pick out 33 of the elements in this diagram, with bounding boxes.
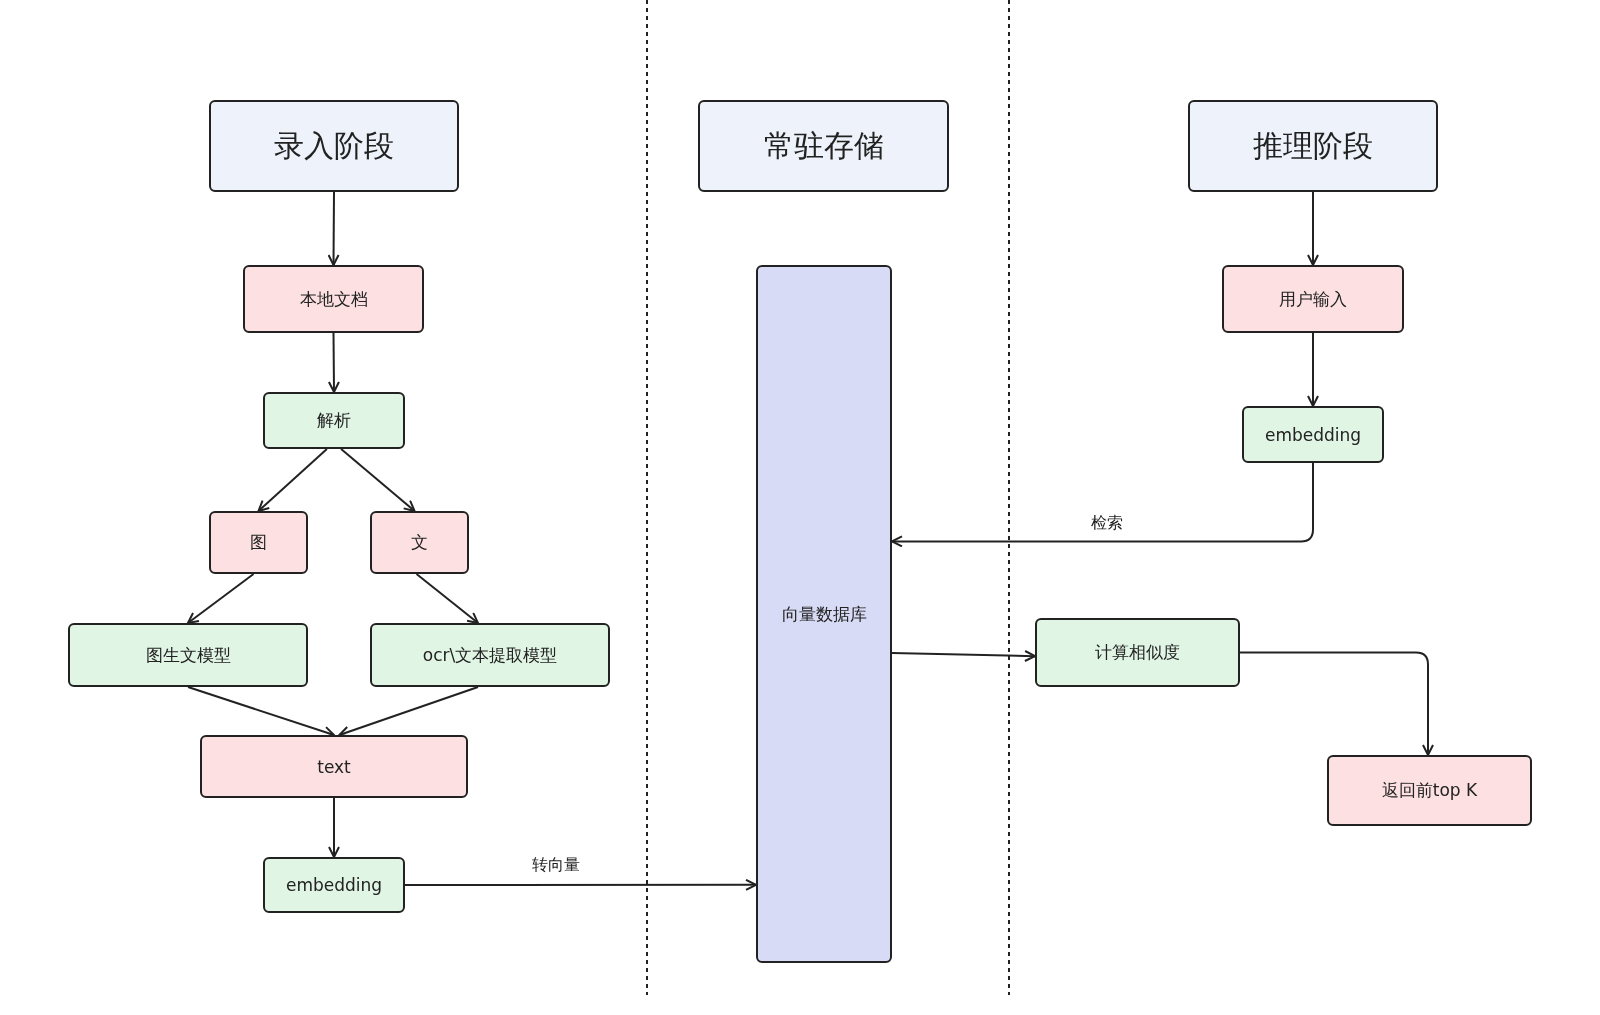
arrow bbox=[340, 448, 416, 512]
process-box: 文 bbox=[370, 511, 469, 574]
stage-header: 录入阶段 bbox=[209, 100, 459, 192]
arrow bbox=[338, 686, 479, 738]
process-box: embedding bbox=[1242, 406, 1384, 463]
arrow bbox=[891, 650, 1036, 662]
process-box: text bbox=[200, 735, 468, 798]
arrow bbox=[404, 878, 757, 891]
edge-label: 转向量 bbox=[529, 854, 583, 876]
arrow bbox=[1307, 332, 1319, 407]
process-box: 解析 bbox=[263, 392, 405, 449]
arrow bbox=[327, 191, 340, 266]
arrow bbox=[187, 573, 255, 624]
database-box: 向量数据库 bbox=[756, 265, 892, 963]
stage-header: 推理阶段 bbox=[1188, 100, 1438, 192]
arrow bbox=[187, 686, 335, 738]
process-box: 图生文模型 bbox=[68, 623, 308, 687]
process-box: 本地文档 bbox=[243, 265, 424, 333]
arrow bbox=[1307, 191, 1319, 266]
process-box: 图 bbox=[209, 511, 308, 574]
arrow bbox=[891, 462, 1314, 548]
stage-header: 常驻存储 bbox=[698, 100, 949, 192]
process-box: ocr\文本提取模型 bbox=[370, 623, 610, 687]
arrow bbox=[257, 448, 328, 512]
process-box: 用户输入 bbox=[1222, 265, 1404, 333]
arrow bbox=[327, 332, 340, 393]
arrow bbox=[1239, 651, 1434, 756]
arrow bbox=[328, 797, 340, 858]
edge-label: 检索 bbox=[1088, 512, 1126, 534]
process-box: embedding bbox=[263, 857, 405, 913]
process-box: 返回前top K bbox=[1327, 755, 1532, 826]
process-box: 计算相似度 bbox=[1035, 618, 1240, 687]
arrow bbox=[415, 573, 479, 624]
